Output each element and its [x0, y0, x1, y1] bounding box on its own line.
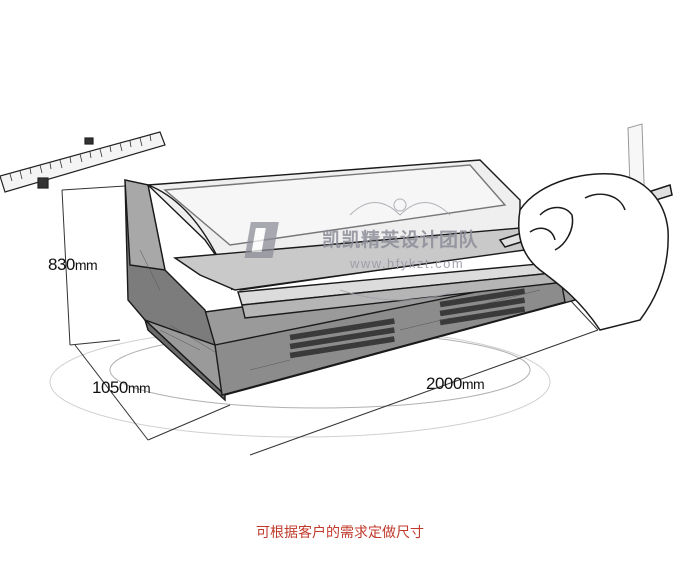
height-dimension: 830mm: [48, 255, 98, 275]
display-counter: [124, 159, 577, 402]
width-value: 2000: [426, 374, 462, 393]
watermark-logo-icon: [244, 222, 279, 258]
watermark-ornament-icon: [339, 198, 461, 301]
ruler-icon: [0, 131, 166, 193]
height-unit: mm: [74, 257, 98, 273]
width-unit: mm: [461, 376, 485, 392]
caption: 可根据客户的需求定做尺寸: [256, 524, 424, 540]
depth-unit: mm: [127, 380, 151, 396]
dimension-lines: [61, 185, 599, 456]
watermark-name: 凯凯精英设计团队: [322, 230, 479, 251]
depth-value: 1050: [92, 378, 128, 397]
hand-holding-pencil-icon: [498, 173, 673, 331]
watermark-url: www.hfykzt.com: [350, 256, 465, 271]
height-value: 830: [48, 255, 75, 274]
width-dimension: 2000mm: [426, 374, 485, 394]
depth-dimension: 1050mm: [92, 378, 151, 398]
